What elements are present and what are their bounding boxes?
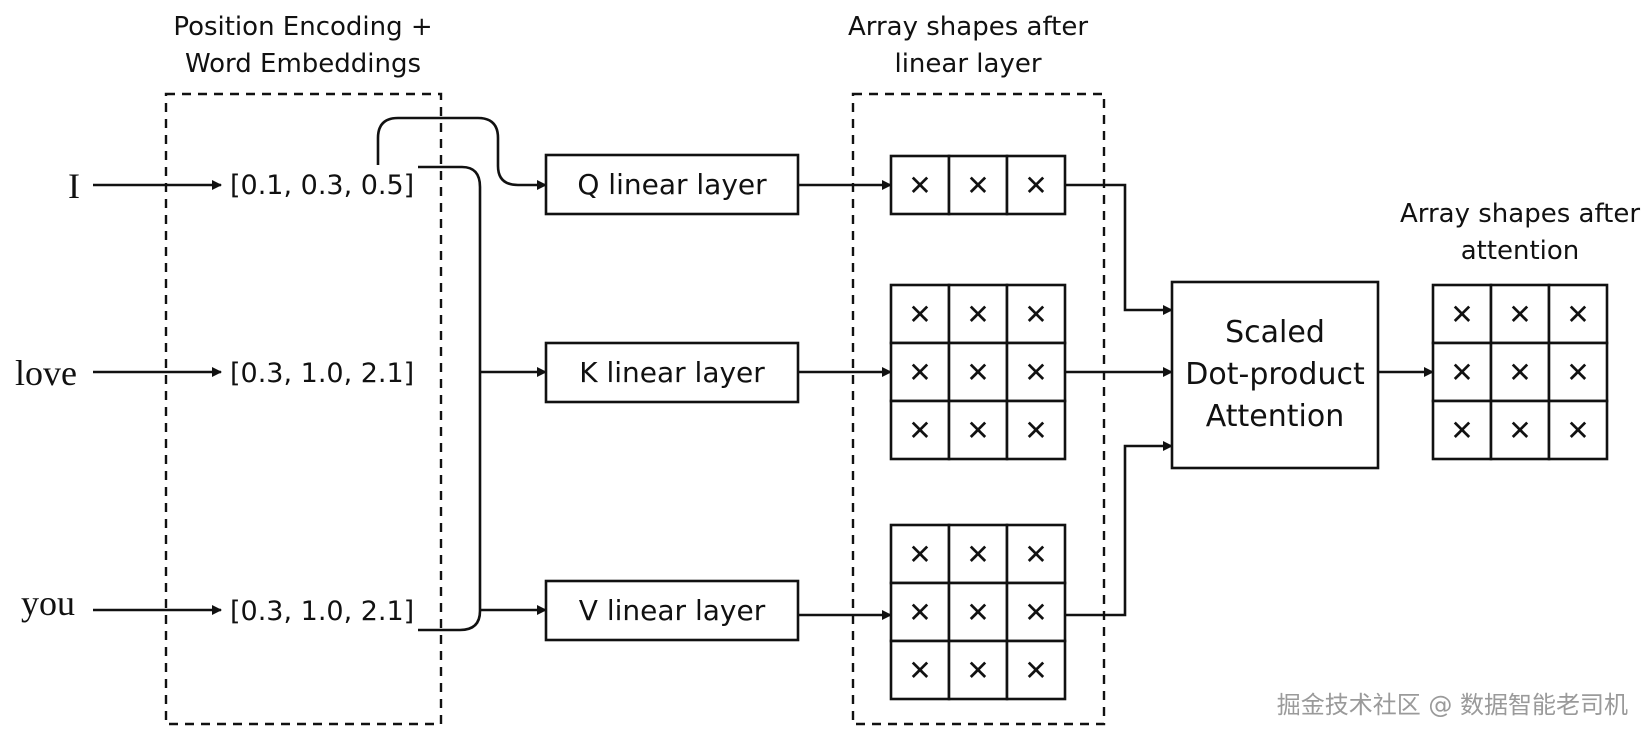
attention-label-line1: Scaled: [1225, 315, 1325, 350]
cross-mark: ✕: [966, 596, 989, 629]
attention-output-grid: ✕ ✕ ✕ ✕ ✕ ✕ ✕ ✕ ✕: [1431, 283, 1609, 461]
array-cell: [889, 399, 951, 461]
attention-header-line2: attention: [1461, 236, 1580, 266]
word-love: love: [15, 353, 77, 393]
cross-mark: ✕: [1024, 538, 1047, 571]
cross-mark: ✕: [966, 414, 989, 447]
cross-mark: ✕: [966, 654, 989, 687]
cross-mark: ✕: [908, 298, 931, 331]
watermark: 掘金技术社区 @ 数据智能老司机: [1277, 691, 1628, 719]
linear-output-dashed-box: [851, 92, 1106, 726]
cross-mark: ✕: [1024, 414, 1047, 447]
cross-mark: ✕: [966, 169, 989, 202]
array-cell: [1547, 399, 1609, 461]
array-cell: [1005, 341, 1067, 403]
q-to-attention-connector: [1065, 183, 1173, 315]
array-cell: [1005, 639, 1067, 701]
q-linear-layer: Q linear layer: [544, 153, 800, 216]
attention-header-line1: Array shapes after: [1400, 199, 1640, 229]
cross-mark: ✕: [908, 596, 931, 629]
v-linear-layer: V linear layer: [544, 579, 800, 642]
array-cell: [1547, 341, 1609, 403]
cross-mark: ✕: [908, 169, 931, 202]
cross-mark: ✕: [966, 538, 989, 571]
route-to-q: [376, 116, 547, 190]
cross-mark: ✕: [1566, 414, 1589, 447]
linear-header-line1: Array shapes after: [848, 12, 1088, 42]
cross-mark: ✕: [1024, 298, 1047, 331]
cross-mark: ✕: [1566, 356, 1589, 389]
vector-you: [0.3, 1.0, 2.1]: [230, 596, 414, 627]
vector-i: [0.1, 0.3, 0.5]: [230, 170, 414, 201]
cross-mark: ✕: [1508, 414, 1531, 447]
cross-mark: ✕: [966, 298, 989, 331]
k-linear-layer-label: K linear layer: [579, 356, 765, 389]
route-trunk: [418, 165, 482, 632]
embeddings-header-line1: Position Encoding +: [173, 12, 432, 42]
array-cell: [1489, 341, 1551, 403]
array-cell: [1547, 283, 1609, 345]
cross-mark: ✕: [1024, 654, 1047, 687]
vector-love: [0.3, 1.0, 2.1]: [230, 358, 414, 389]
scaled-dot-product-attention-box: Scaled Dot-product Attention: [1170, 280, 1380, 470]
v-to-attention-connector: [1065, 441, 1173, 617]
cross-mark: ✕: [1566, 298, 1589, 331]
q-linear-layer-label: Q linear layer: [577, 168, 767, 201]
array-cell: [1005, 283, 1067, 345]
k-array-grid: ✕ ✕ ✕ ✕ ✕ ✕ ✕ ✕ ✕: [889, 283, 1067, 461]
embeddings-header-line2: Word Embeddings: [185, 49, 421, 79]
array-cell: [947, 341, 1009, 403]
k-linear-layer: K linear layer: [544, 341, 800, 404]
array-cell: [889, 639, 951, 701]
cross-mark: ✕: [908, 356, 931, 389]
cross-mark: ✕: [1508, 356, 1531, 389]
array-cell: [1489, 283, 1551, 345]
cross-mark: ✕: [1508, 298, 1531, 331]
array-cell: [1005, 581, 1067, 643]
array-cell: [947, 154, 1009, 216]
array-cell: [947, 639, 1009, 701]
cross-mark: ✕: [1450, 356, 1473, 389]
v-linear-layer-label: V linear layer: [579, 594, 766, 627]
linear-header-line2: linear layer: [894, 49, 1041, 79]
array-cell: [1489, 399, 1551, 461]
cross-mark: ✕: [908, 414, 931, 447]
cross-mark: ✕: [1024, 356, 1047, 389]
word-you: you: [21, 583, 75, 623]
array-cell: [1005, 399, 1067, 461]
array-cell: [889, 523, 951, 585]
attention-label-line2: Dot-product: [1185, 357, 1365, 392]
array-cell: [889, 283, 951, 345]
v-array-grid: ✕ ✕ ✕ ✕ ✕ ✕ ✕ ✕ ✕: [889, 523, 1067, 701]
q-array-grid: ✕ ✕ ✕: [889, 154, 1067, 216]
cross-mark: ✕: [1450, 298, 1473, 331]
cross-mark: ✕: [1024, 169, 1047, 202]
embeddings-dashed-box: [164, 92, 443, 726]
cross-mark: ✕: [966, 356, 989, 389]
cross-mark: ✕: [908, 538, 931, 571]
array-cell: [947, 523, 1009, 585]
cross-mark: ✕: [1024, 596, 1047, 629]
cross-mark: ✕: [908, 654, 931, 687]
attention-label-line3: Attention: [1206, 399, 1344, 434]
array-cell: [889, 154, 951, 216]
word-i: I: [68, 166, 80, 206]
cross-mark: ✕: [1450, 414, 1473, 447]
